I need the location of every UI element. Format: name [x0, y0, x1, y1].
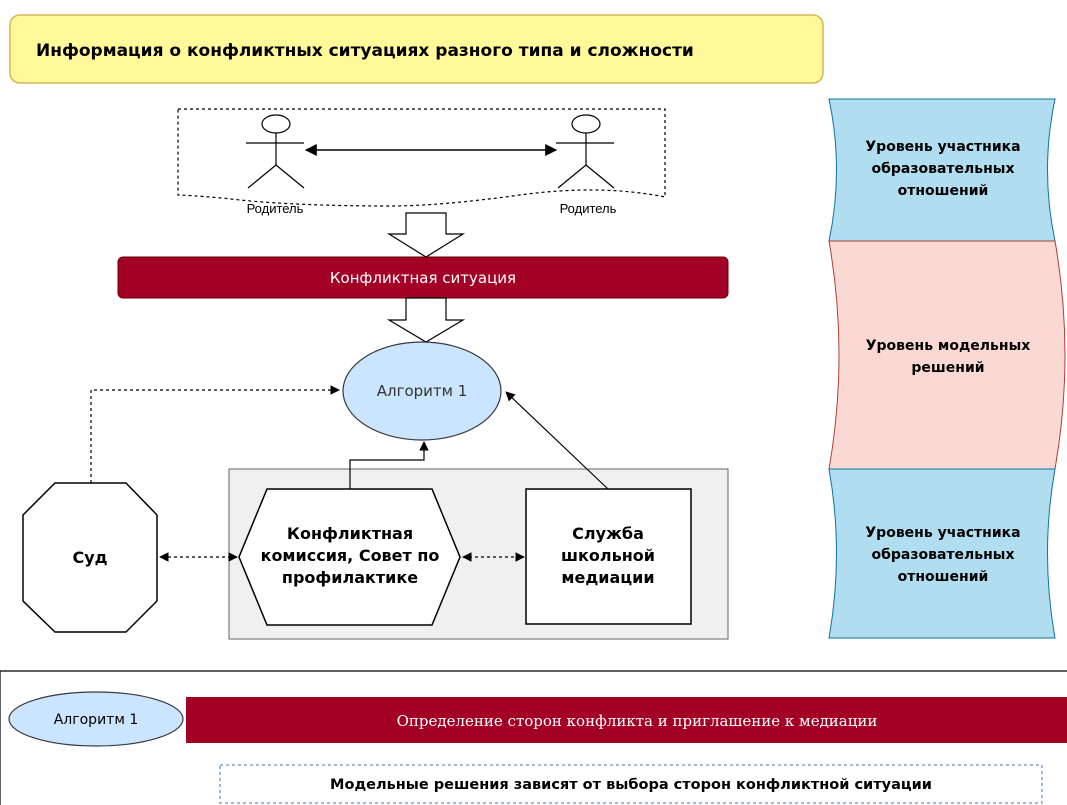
legend-definition-text: Определение сторон конфликта и приглашен…: [397, 712, 878, 730]
conflict-situation-bar: Конфликтная ситуация: [117, 256, 729, 299]
legend-frame: [0, 670, 1067, 805]
commission-node: Конфликтная комиссия, Совет по профилакт…: [238, 488, 461, 626]
block-arrow-down-1: [386, 212, 466, 258]
level-top-line-1: Уровень участника: [865, 139, 1020, 155]
level-middle-line-2: решений: [911, 360, 984, 376]
mediation-line-3: медиации: [561, 568, 654, 587]
legend-algorithm-node: [8, 691, 184, 747]
court-node: Суд: [22, 482, 158, 633]
level-middle-line-1: Уровень модельных: [866, 338, 1031, 354]
block-arrow-down-2: [386, 297, 466, 343]
legend-algorithm-label: Алгоритм 1: [54, 712, 139, 728]
left-actor-icon: [246, 114, 305, 189]
commission-line-3: профилактике: [282, 568, 418, 587]
right-actor-icon: [556, 114, 615, 189]
actors-group: Родитель Родитель: [177, 108, 666, 216]
level-bottom-line-3: отношений: [898, 569, 989, 585]
mediation-line-2: школьной: [561, 546, 655, 565]
level-top: Уровень участника образовательных отноше…: [828, 98, 1056, 242]
level-top-line-3: отношений: [898, 183, 989, 199]
algorithm-node-label: Алгоритм 1: [377, 382, 468, 400]
level-bottom: Уровень участника образовательных отноше…: [828, 468, 1056, 639]
actors-frame: [177, 108, 666, 207]
title-box-shape: [9, 14, 824, 84]
title-text: Информация о конфликтных ситуациях разно…: [36, 41, 694, 61]
mediation-to-algorithm-connector: [505, 391, 609, 490]
court-to-algorithm-connector: [90, 385, 340, 483]
level-bottom-line-2: образовательных: [871, 547, 1014, 563]
level-top-line-2: образовательных: [871, 161, 1014, 177]
title-box: Информация о конфликтных ситуациях разно…: [9, 14, 824, 84]
right-actor-label: Родитель: [560, 201, 617, 216]
left-actor-label: Родитель: [247, 201, 304, 216]
mediation-line-1: Служба: [572, 524, 644, 543]
mediation-service-node: Служба школьной медиации: [525, 488, 692, 625]
level-bottom-line-1: Уровень участника: [865, 525, 1020, 541]
court-label: Суд: [72, 548, 107, 567]
legend-note-text: Модельные решения зависят от выбора стор…: [330, 777, 932, 793]
legend-definition-bar: [186, 697, 1067, 743]
algorithm-node: Алгоритм 1: [342, 341, 502, 441]
legend-section: Алгоритм 1 Определение сторон конфликта …: [0, 670, 1067, 805]
commission-line-2: комиссия, Совет по: [261, 546, 440, 565]
legend-note-box: [219, 764, 1043, 804]
conflict-situation-label: Конфликтная ситуация: [330, 269, 516, 287]
commission-to-algorithm-connector: [349, 441, 429, 489]
commission-line-1: Конфликтная: [287, 524, 413, 543]
level-middle: Уровень модельных решений: [828, 240, 1066, 470]
